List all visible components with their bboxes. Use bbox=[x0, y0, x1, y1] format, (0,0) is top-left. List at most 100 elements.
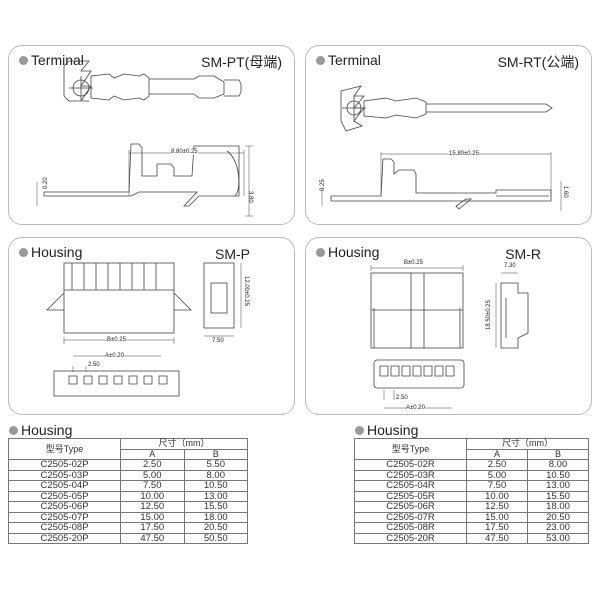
col-b-header: B bbox=[183, 448, 248, 460]
cell-a: 7.50 bbox=[466, 480, 528, 492]
type-header: 型号Type bbox=[8, 438, 121, 460]
panel-title-text: Terminal bbox=[31, 52, 84, 68]
cell-type: C2505-07R bbox=[354, 511, 467, 523]
dim-a: A±0.20 bbox=[105, 353, 124, 359]
dim-height: 1.60 bbox=[562, 186, 568, 198]
panel-title-text: Terminal bbox=[328, 52, 381, 68]
cell-type: C2505-04P bbox=[8, 480, 121, 492]
cell-b: 15.50 bbox=[183, 501, 248, 513]
cell-b: 8.00 bbox=[527, 459, 589, 471]
cell-type: C2505-07P bbox=[8, 511, 121, 523]
cell-b: 53.00 bbox=[527, 532, 589, 544]
cell-type: C2505-02R bbox=[354, 459, 467, 471]
table-title-text: Housing bbox=[367, 422, 419, 438]
cell-type: C2505-02P bbox=[8, 459, 121, 471]
cell-a: 2.50 bbox=[466, 459, 528, 471]
dim-length: 8.80±0.25 bbox=[171, 149, 198, 155]
dim-height: 3.80 bbox=[247, 191, 253, 203]
housing-p-panel: Housing SM-P 12.00±0.25 7.50 B±0.25 2.50… bbox=[8, 237, 295, 415]
bullet-dot-icon bbox=[316, 247, 325, 257]
cell-a: 2.50 bbox=[120, 459, 185, 471]
dim-b: B±0.25 bbox=[107, 337, 126, 343]
table-title-text: Housing bbox=[21, 422, 73, 438]
col-a-header: A bbox=[120, 448, 185, 460]
cell-type: C2505-06P bbox=[8, 501, 121, 513]
cell-b: 18.00 bbox=[527, 501, 589, 513]
size-header: 尺寸（mm） bbox=[466, 438, 589, 450]
housing-r-panel: Housing SM-R B±0.25 7.30 18.50±0.25 2.50… bbox=[305, 237, 592, 415]
housing-p-drawing bbox=[46, 262, 242, 397]
col-a-header: A bbox=[466, 448, 528, 460]
cell-type: C2505-20P bbox=[8, 532, 121, 544]
cell-a: 10.00 bbox=[466, 490, 528, 502]
cell-b: 10.50 bbox=[183, 480, 248, 492]
cell-a: 7.50 bbox=[120, 480, 185, 492]
cell-b: 8.00 bbox=[183, 469, 248, 481]
cell-type: C2505-08R bbox=[354, 522, 467, 534]
part-code: SM-PT(母端) bbox=[201, 54, 282, 70]
cell-b: 5.50 bbox=[183, 459, 248, 471]
table-title: Housing bbox=[355, 422, 418, 438]
panel-title: Housing bbox=[19, 244, 82, 260]
dim-thickness: 0.25 bbox=[320, 179, 326, 191]
cell-a: 17.50 bbox=[466, 522, 528, 534]
cell-b: 50.50 bbox=[183, 532, 248, 544]
cell-type: C2505-05R bbox=[354, 490, 467, 502]
bullet-dot-icon bbox=[19, 247, 28, 257]
cell-type: C2505-03P bbox=[8, 469, 121, 481]
housing-r-drawing bbox=[370, 265, 529, 409]
terminal-male-drawing bbox=[321, 85, 562, 211]
dim-thickness: 0.20 bbox=[43, 177, 49, 189]
dim-depth: 7.50 bbox=[212, 338, 224, 344]
cell-a: 10.00 bbox=[120, 490, 185, 502]
dim-pitch: 2.50 bbox=[396, 395, 408, 401]
dim-height: 18.50±0.25 bbox=[486, 300, 492, 330]
cell-a: 47.50 bbox=[120, 532, 185, 544]
cell-b: 20.50 bbox=[527, 511, 589, 523]
dim-b: B±0.25 bbox=[404, 260, 423, 266]
dim-depth: 7.30 bbox=[504, 263, 516, 269]
col-b-header: B bbox=[527, 448, 589, 460]
terminal-female-drawing bbox=[36, 60, 253, 217]
cell-b: 20.50 bbox=[183, 522, 248, 534]
cell-a: 15.00 bbox=[466, 511, 528, 523]
terminal-female-panel: Terminal SM-PT(母端) 8.80±0.25 0.20 3.80 bbox=[8, 45, 295, 225]
panel-title-text: Housing bbox=[328, 244, 380, 260]
size-header: 尺寸（mm） bbox=[120, 438, 248, 450]
cell-type: C2505-20R bbox=[354, 532, 467, 544]
cell-a: 12.50 bbox=[120, 501, 185, 513]
type-header: 型号Type bbox=[354, 438, 467, 460]
bullet-dot-icon bbox=[19, 55, 28, 65]
part-code: SM-P bbox=[215, 246, 250, 262]
cell-type: C2505-08P bbox=[8, 522, 121, 534]
bullet-dot-icon bbox=[355, 425, 364, 435]
bullet-dot-icon bbox=[316, 55, 325, 65]
cell-type: C2505-03R bbox=[354, 469, 467, 481]
dim-length: 15.80±0.25 bbox=[449, 151, 479, 157]
bullet-dot-icon bbox=[9, 425, 18, 435]
cell-a: 5.00 bbox=[466, 469, 528, 481]
cell-a: 5.00 bbox=[120, 469, 185, 481]
panel-title: Housing bbox=[316, 244, 379, 260]
cell-b: 10.50 bbox=[527, 469, 589, 481]
cell-a: 17.50 bbox=[120, 522, 185, 534]
part-code: SM-RT(公端) bbox=[497, 54, 579, 70]
cell-b: 18.00 bbox=[183, 511, 248, 523]
cell-b: 15.50 bbox=[527, 490, 589, 502]
dim-height: 12.00±0.25 bbox=[243, 276, 249, 306]
cell-type: C2505-06R bbox=[354, 501, 467, 513]
cell-a: 12.50 bbox=[466, 501, 528, 513]
cell-a: 47.50 bbox=[466, 532, 528, 544]
